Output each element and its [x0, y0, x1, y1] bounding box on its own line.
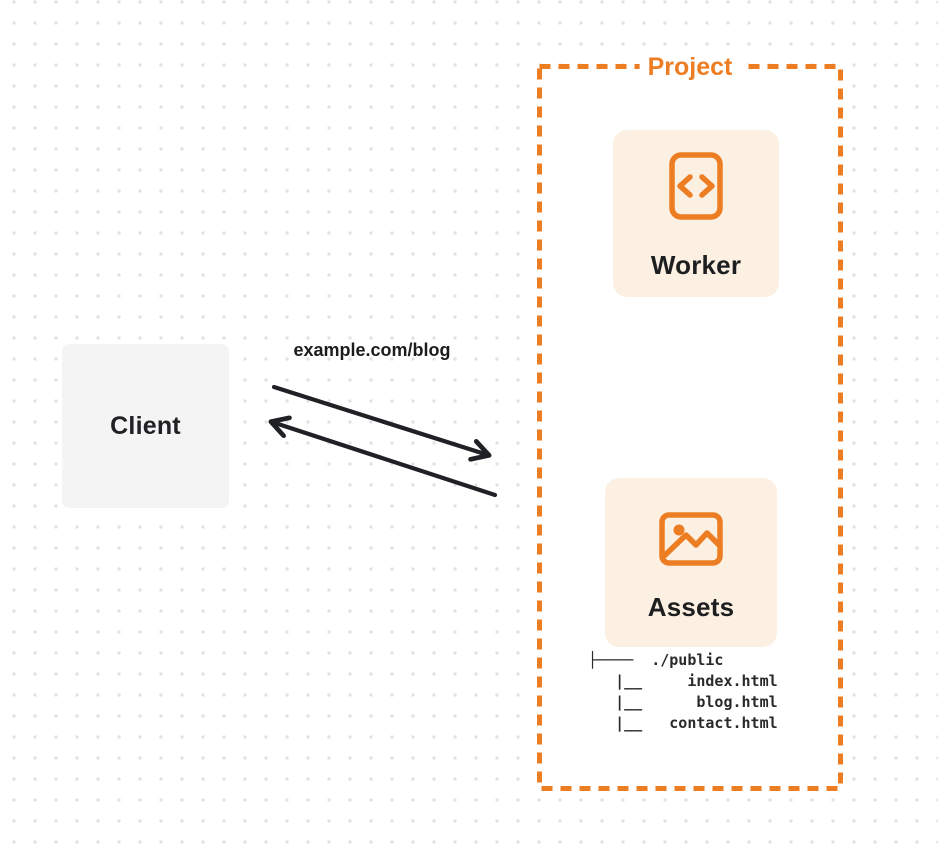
- client-box: Client: [62, 344, 229, 508]
- client-label: Client: [110, 411, 181, 440]
- request-response-arrows: [268, 384, 498, 498]
- project-box: Project Worker Assets ├──── ./public |__…: [537, 54, 843, 791]
- request-arrow: [271, 384, 492, 462]
- response-arrow: [268, 415, 498, 498]
- file-tree: ├──── ./public |__ index.html |__ blog.h…: [588, 651, 778, 732]
- assets-label: Assets: [647, 592, 735, 622]
- image-icon: [659, 512, 723, 566]
- assets-card: Assets: [605, 478, 777, 647]
- worker-card: Worker: [613, 130, 779, 297]
- code-file-icon: [669, 152, 723, 220]
- project-label: Project: [639, 54, 741, 80]
- worker-label: Worker: [650, 250, 742, 280]
- request-url-label: example.com/blog: [293, 340, 451, 360]
